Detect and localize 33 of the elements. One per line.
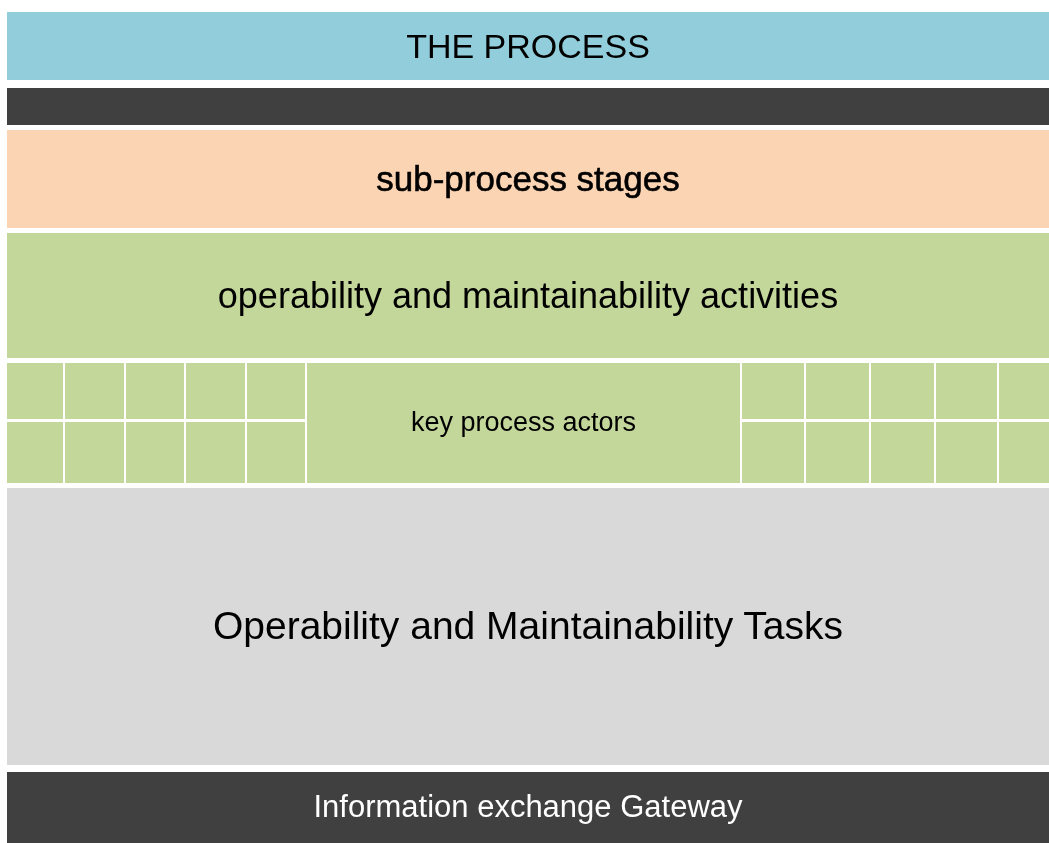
grid-cell: [126, 422, 184, 483]
grid-cell: [806, 422, 869, 483]
actor-box: [307, 363, 740, 483]
grid-cell: [7, 422, 63, 483]
grid-cell: [742, 422, 804, 483]
grid-cell: [186, 422, 245, 483]
band-label: THE PROCESS: [406, 25, 650, 67]
gateway-band: [7, 772, 1049, 843]
grid-cell: [936, 422, 997, 483]
band-label: Information exchange Gateway: [313, 788, 743, 827]
band-label: key process actors: [410, 406, 637, 440]
dark-bar: [7, 88, 1049, 125]
grid-cell: [65, 363, 124, 419]
grid-cell: [999, 422, 1049, 483]
grid-cell: [65, 422, 124, 483]
grid-cell: [126, 363, 184, 419]
task-band: [7, 488, 1049, 765]
title-band: [7, 12, 1049, 80]
grid-cell: [247, 363, 305, 419]
grid-cell: [871, 363, 934, 419]
grid-cell: [7, 363, 63, 419]
band-label: operability and maintainability activities: [217, 274, 839, 318]
band-label: Operability and Maintainability Tasks: [212, 603, 844, 650]
band-label: sub-process stages: [376, 158, 680, 201]
grid-cell: [871, 422, 934, 483]
grid-cell: [936, 363, 997, 419]
grid-cell: [247, 422, 305, 483]
grid-cell: [742, 363, 804, 419]
grid-cell: [186, 363, 245, 419]
activity-band: [7, 233, 1049, 358]
stage-band: [7, 130, 1049, 228]
grid-cell: [806, 363, 869, 419]
grid-cell: [999, 363, 1049, 419]
